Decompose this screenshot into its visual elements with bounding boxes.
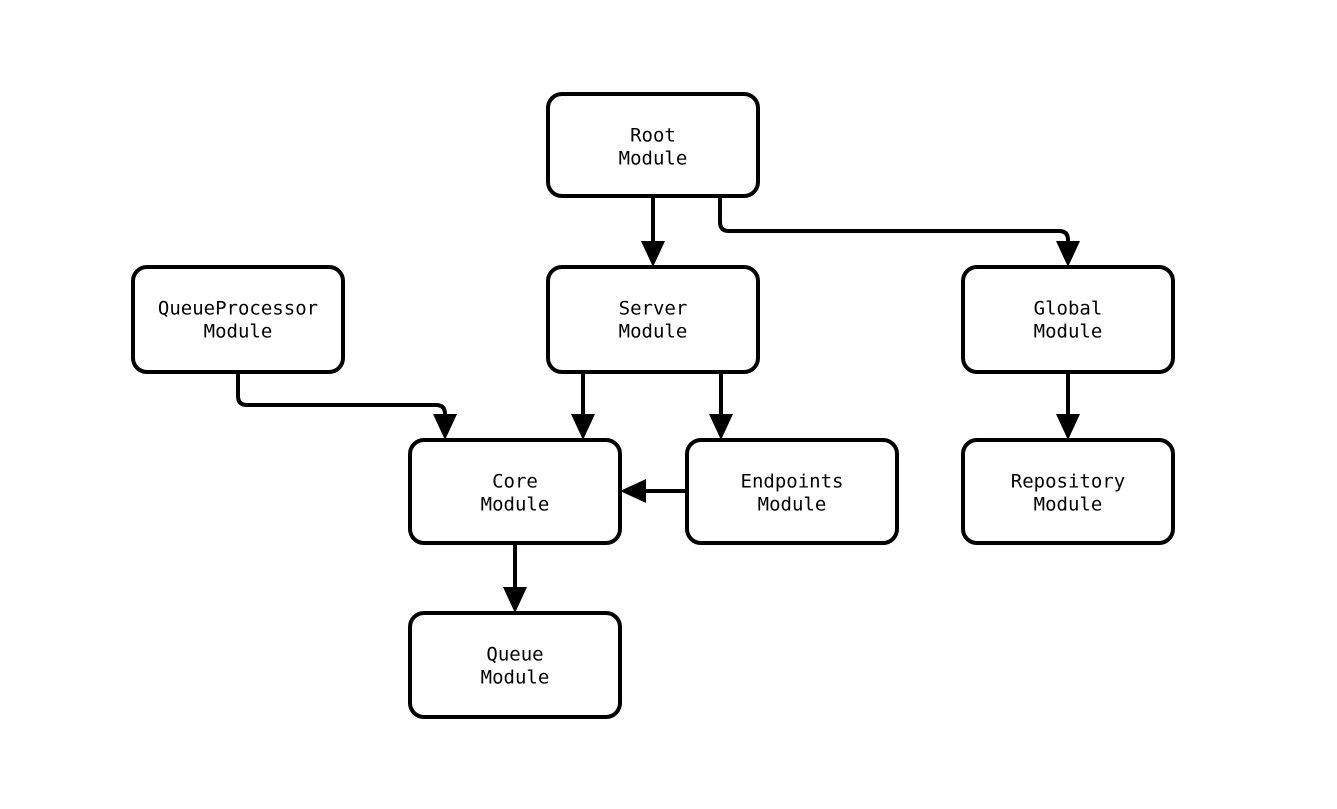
node-core-module[interactable]: Core Module [408,438,622,545]
edge-endpoints-to-core [620,479,687,503]
node-shape[interactable] [546,265,760,374]
edge-line [718,196,1070,250]
edge-server-to-endpoints [709,372,733,440]
arrowhead-icon [1056,241,1080,267]
edge-root-to-global [718,196,1080,267]
node-shape[interactable] [546,92,760,198]
node-label-line1: Repository [1011,471,1125,493]
node-label-line1: Global [1034,298,1103,320]
node-shape[interactable] [961,438,1175,545]
arrowhead-icon [1056,414,1080,440]
node-label-line2: Module [481,494,550,516]
arrowhead-icon [620,479,646,503]
node-shape[interactable] [408,438,622,545]
node-label-line2: Module [481,667,550,689]
node-root-module[interactable]: Root Module [546,92,760,198]
node-label-line2: Module [1034,494,1103,516]
node-label-line2: Module [1034,321,1103,343]
arrowhead-icon [571,414,595,440]
edge-line [236,372,447,423]
node-shape[interactable] [408,611,622,719]
edge-queueprocessor-to-core [236,372,457,440]
arrowhead-icon [503,587,527,613]
node-label-line2: Module [619,148,688,170]
node-endpoints-module[interactable]: Endpoints Module [685,438,899,545]
arrowhead-icon [641,241,665,267]
node-shape[interactable] [961,265,1175,374]
node-label-line1: Server [619,298,688,320]
node-label-line1: QueueProcessor [158,298,318,320]
node-queue-module[interactable]: Queue Module [408,611,622,719]
edge-server-to-core [571,372,595,440]
node-label-line2: Module [204,321,273,343]
node-label-line1: Root [630,125,676,147]
node-label-line2: Module [619,321,688,343]
arrowhead-icon [433,414,457,440]
node-global-module[interactable]: Global Module [961,265,1175,374]
node-shape[interactable] [131,265,345,374]
node-shape[interactable] [685,438,899,545]
edge-global-to-repository [1056,372,1080,440]
node-label-line1: Endpoints [741,471,844,493]
arrowhead-icon [709,414,733,440]
node-repository-module[interactable]: Repository Module [961,438,1175,545]
node-queueprocessor-module[interactable]: QueueProcessor Module [131,265,345,374]
node-label-line1: Queue [486,644,543,666]
node-server-module[interactable]: Server Module [546,265,760,374]
edge-core-to-queue [503,543,527,613]
node-label-line1: Core [492,471,538,493]
edge-root-to-server [641,196,665,267]
node-label-line2: Module [758,494,827,516]
